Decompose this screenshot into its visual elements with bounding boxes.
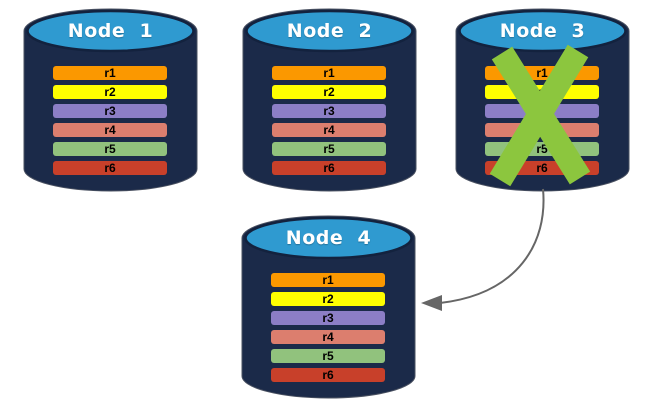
replica-label: r1: [104, 66, 116, 80]
replica-bar-r4: r4: [272, 123, 386, 137]
replica-stack: r1 r2 r3 r4 r5 r6: [485, 66, 599, 180]
replica-bar-r5: r5: [485, 142, 599, 156]
failover-arrowhead-icon: [421, 295, 442, 311]
replica-bar-r1: r1: [272, 66, 386, 80]
node-title: Node 3: [499, 20, 586, 42]
node-title: Node 1: [67, 20, 154, 42]
replica-bar-r5: r5: [53, 142, 167, 156]
replica-label: r1: [323, 66, 335, 80]
node-title: Node 2: [286, 20, 373, 42]
replica-stack: r1 r2 r3 r4 r5 r6: [53, 66, 167, 180]
replica-bar-r6: r6: [485, 161, 599, 175]
node-2: Node 2 r1 r2 r3 r4 r5 r6: [242, 8, 417, 193]
replica-bar-r5: r5: [271, 349, 385, 363]
replica-label: r4: [104, 123, 116, 137]
replica-bar-r2: r2: [485, 85, 599, 99]
replica-label: r2: [536, 85, 548, 99]
failover-arrow-curve: [439, 188, 545, 304]
replica-bar-r4: r4: [53, 123, 167, 137]
replica-bar-r2: r2: [53, 85, 167, 99]
node-1: Node 1 r1 r2 r3 r4 r5 r6: [23, 8, 198, 193]
replica-label: r5: [536, 142, 548, 156]
replica-label: r6: [536, 161, 548, 175]
replica-stack: r1 r2 r3 r4 r5 r6: [272, 66, 386, 180]
node-4: Node 4 r1 r2 r3 r4 r5 r6: [241, 215, 416, 400]
node-3: Node 3 r1 r2 r3 r4 r5 r6: [455, 8, 630, 193]
replica-bar-r2: r2: [271, 292, 385, 306]
replica-label: r1: [322, 273, 334, 287]
replica-bar-r3: r3: [272, 104, 386, 118]
replica-bar-r1: r1: [271, 273, 385, 287]
replica-bar-r2: r2: [272, 85, 386, 99]
replica-bar-r3: r3: [271, 311, 385, 325]
replica-label: r5: [322, 349, 334, 363]
replica-stack: r1 r2 r3 r4 r5 r6: [271, 273, 385, 387]
replica-label: r3: [536, 104, 548, 118]
replica-bar-r5: r5: [272, 142, 386, 156]
replica-bar-r4: r4: [271, 330, 385, 344]
replica-label: r6: [323, 161, 335, 175]
replica-label: r4: [323, 123, 335, 137]
replica-bar-r6: r6: [271, 368, 385, 382]
replica-bar-r1: r1: [53, 66, 167, 80]
replica-bar-r1: r1: [485, 66, 599, 80]
cylinder-top: [244, 216, 413, 260]
cylinder-top: [26, 9, 195, 53]
node-title: Node 4: [285, 227, 372, 249]
replica-label: r3: [323, 104, 335, 118]
replica-label: r4: [536, 123, 548, 137]
replica-label: r4: [322, 330, 334, 344]
replica-bar-r6: r6: [272, 161, 386, 175]
replica-label: r1: [536, 66, 548, 80]
replica-label: r6: [104, 161, 116, 175]
replica-label: r6: [322, 368, 334, 382]
replica-label: r2: [323, 85, 335, 99]
replica-bar-r6: r6: [53, 161, 167, 175]
replica-label: r5: [323, 142, 335, 156]
replica-bar-r4: r4: [485, 123, 599, 137]
replica-label: r3: [322, 311, 334, 325]
cylinder-top: [245, 9, 414, 53]
replica-label: r3: [104, 104, 116, 118]
replica-label: r5: [104, 142, 116, 156]
replica-bar-r3: r3: [53, 104, 167, 118]
replica-label: r2: [322, 292, 334, 306]
replica-label: r2: [104, 85, 116, 99]
replica-bar-r3: r3: [485, 104, 599, 118]
